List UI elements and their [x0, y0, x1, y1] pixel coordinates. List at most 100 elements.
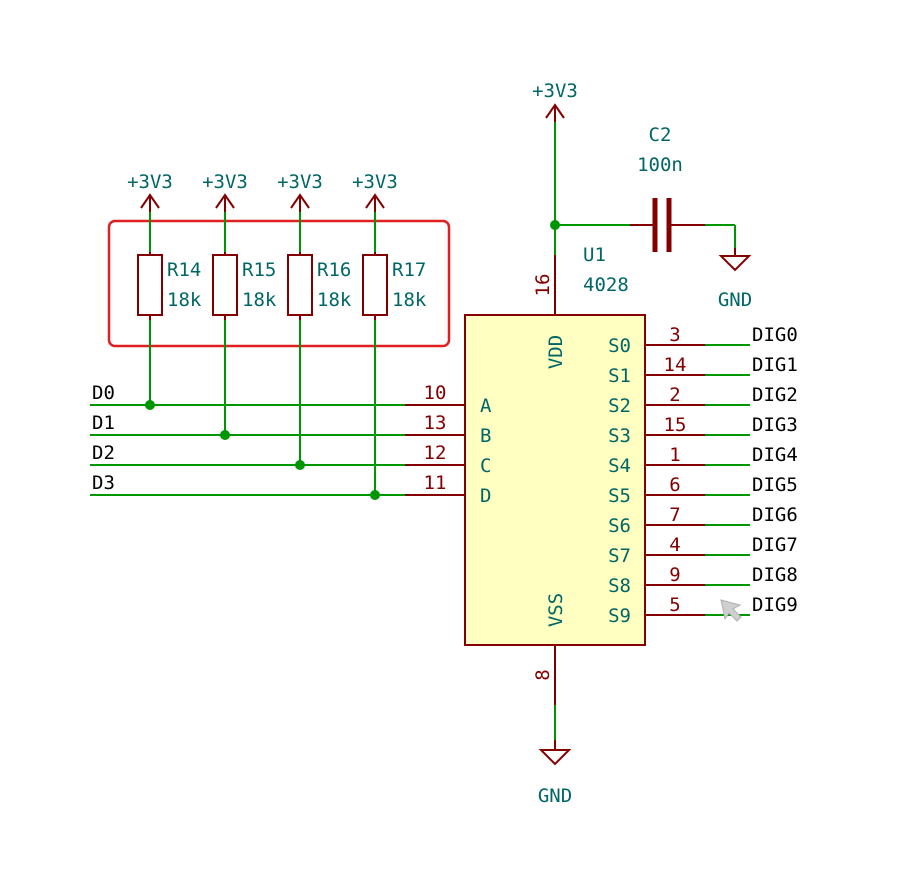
pin-number: 1 — [669, 444, 680, 466]
pin-name: S3 — [608, 425, 631, 447]
net-label-dig4: DIG4 — [752, 444, 798, 466]
r16-value: 18k — [317, 289, 352, 311]
ic-pin-d[interactable]: 11 D — [405, 472, 491, 507]
mouse-cursor-icon — [720, 599, 742, 622]
pin-number: 14 — [664, 354, 687, 376]
pin-name: S5 — [608, 485, 631, 507]
ic-u1[interactable]: U1 4028 10 A 13 B 12 C 11 D 16 VDD — [405, 244, 798, 705]
pin-number: 12 — [424, 442, 447, 464]
output-s1[interactable]: S1 14 DIG1 — [608, 354, 798, 387]
pin-name: C — [480, 455, 491, 477]
pin-number: 15 — [664, 414, 687, 436]
net-label-d3: D3 — [92, 472, 115, 494]
junction-dot — [220, 430, 230, 440]
output-s2[interactable]: S2 2 DIG2 — [608, 384, 798, 417]
vss-ground[interactable]: GND — [538, 705, 572, 807]
r14-supply-label: +3V3 — [127, 171, 173, 193]
pin-number: 7 — [669, 504, 680, 526]
pin-name: A — [480, 395, 492, 417]
pin-name: VSS — [545, 593, 567, 627]
output-s0[interactable]: S0 3 DIG0 — [608, 324, 798, 357]
net-label-dig9: DIG9 — [752, 594, 798, 616]
pin-name: B — [480, 425, 491, 447]
input-net-d1[interactable]: D1 — [90, 412, 405, 440]
resistor-r15[interactable]: +3V3 R15 18k — [202, 171, 277, 435]
output-s7[interactable]: S7 4 DIG7 — [608, 534, 798, 567]
ground-symbol — [718, 255, 752, 272]
ic-pin-b[interactable]: 13 B — [405, 412, 491, 447]
pin-name: S1 — [608, 365, 631, 387]
r17-value: 18k — [392, 289, 427, 311]
net-label-dig0: DIG0 — [752, 324, 798, 346]
pin-name: D — [480, 485, 491, 507]
vdd-supply-label: +3V3 — [532, 80, 578, 102]
vss-ground-label: GND — [538, 785, 572, 807]
ic-pin-vss[interactable]: 8 VSS — [532, 593, 567, 705]
resistor-r17[interactable]: +3V3 R17 18k — [352, 171, 427, 495]
pin-number: 10 — [424, 382, 447, 404]
r15-value: 18k — [242, 289, 277, 311]
output-s5[interactable]: S5 6 DIG5 — [608, 474, 798, 507]
cap-ref: C2 — [649, 124, 672, 146]
ic-body — [464, 314, 646, 646]
vdd-supply[interactable]: +3V3 — [532, 80, 630, 255]
pin-name: VDD — [545, 335, 567, 369]
ic-pin-a[interactable]: 10 A — [405, 382, 492, 417]
resistor-group-highlight — [107, 219, 451, 348]
net-label-d2: D2 — [92, 442, 115, 464]
capacitor-c2[interactable]: GND C2 100n — [630, 124, 752, 311]
r17-supply-label: +3V3 — [352, 171, 398, 193]
ic-value: 4028 — [583, 274, 629, 296]
resistor-r14[interactable]: +3V3 R14 18k — [127, 171, 202, 405]
net-label-dig5: DIG5 — [752, 474, 798, 496]
pin-number: 3 — [669, 324, 680, 346]
junction-dot — [295, 460, 305, 470]
r15-supply-label: +3V3 — [202, 171, 248, 193]
pin-name: S0 — [608, 335, 631, 357]
pin-name: S6 — [608, 515, 631, 537]
r16-ref: R16 — [317, 259, 351, 281]
r14-value: 18k — [167, 289, 202, 311]
resistor-r16[interactable]: +3V3 R16 18k — [277, 171, 352, 465]
net-label-dig2: DIG2 — [752, 384, 798, 406]
pin-number: 13 — [424, 412, 447, 434]
cap-value: 100n — [637, 154, 683, 176]
output-s9[interactable]: S9 5 DIG9 — [608, 594, 798, 627]
pin-number: 6 — [669, 474, 680, 496]
output-s3[interactable]: S3 15 DIG3 — [608, 414, 798, 447]
net-label-dig6: DIG6 — [752, 504, 798, 526]
input-net-d2[interactable]: D2 — [90, 442, 405, 470]
net-label-d0: D0 — [92, 382, 115, 404]
pin-number: 8 — [532, 669, 554, 680]
r16-supply-label: +3V3 — [277, 171, 323, 193]
ic-ref: U1 — [583, 244, 606, 266]
cap-ground-label: GND — [718, 289, 752, 311]
r17-ref: R17 — [392, 259, 426, 281]
r14-ref: R14 — [167, 259, 201, 281]
r15-ref: R15 — [242, 259, 276, 281]
ic-pin-vdd[interactable]: 16 VDD — [532, 255, 567, 369]
pin-name: S2 — [608, 395, 631, 417]
junction-dot — [370, 490, 380, 500]
pin-number: 11 — [424, 472, 447, 494]
pin-name: S8 — [608, 575, 631, 597]
net-label-dig7: DIG7 — [752, 534, 798, 556]
pin-number: 4 — [669, 534, 680, 556]
net-label-dig3: DIG3 — [752, 414, 798, 436]
input-net-d3[interactable]: D3 — [90, 472, 405, 500]
pin-name: S7 — [608, 545, 631, 567]
pin-number: 2 — [669, 384, 680, 406]
ic-pin-c[interactable]: 12 C — [405, 442, 491, 477]
net-label-dig1: DIG1 — [752, 354, 798, 376]
input-net-d0[interactable]: D0 — [90, 382, 405, 410]
junction-dot — [145, 400, 155, 410]
ground-symbol — [538, 749, 572, 766]
output-s6[interactable]: S6 7 DIG6 — [608, 504, 798, 537]
pin-name: S9 — [608, 605, 631, 627]
pin-number: 5 — [669, 594, 680, 616]
